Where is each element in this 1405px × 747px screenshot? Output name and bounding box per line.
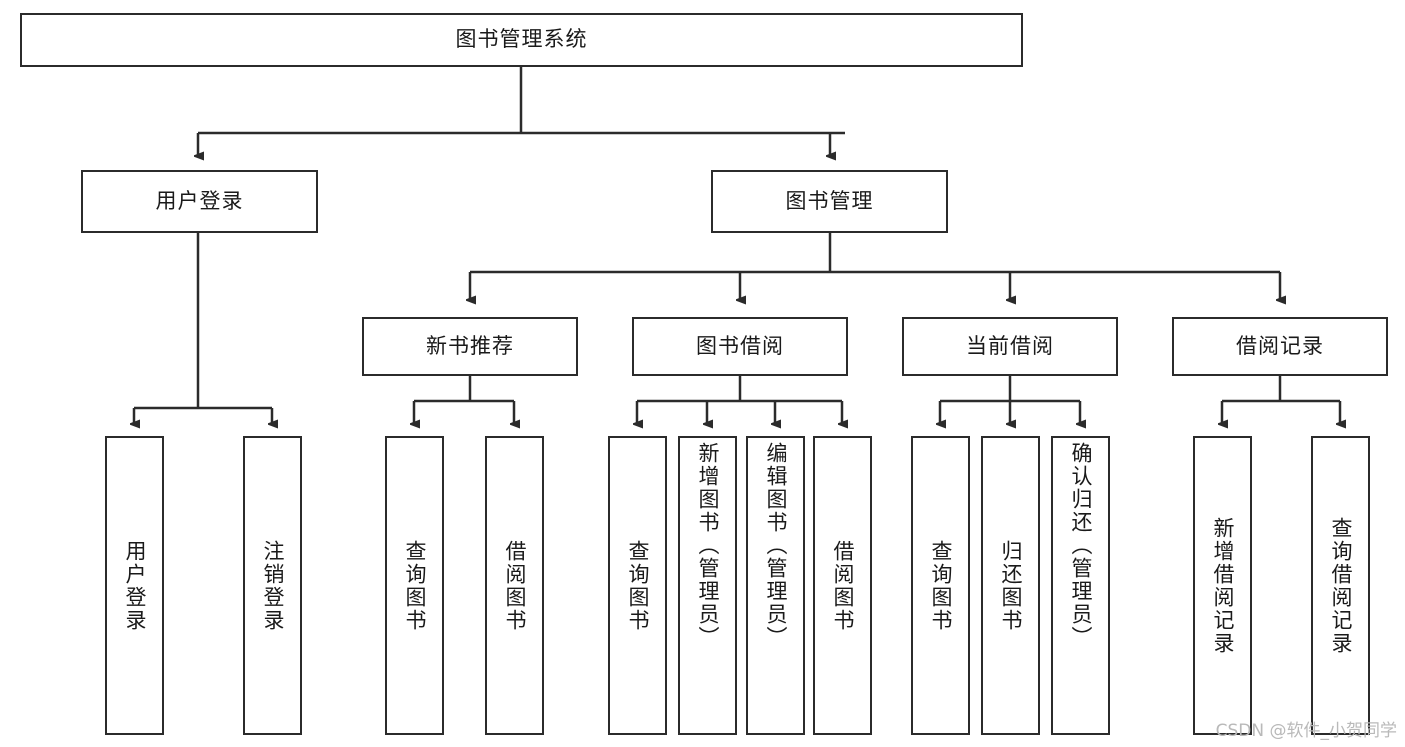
node-user-login[interactable]: 用户登录 bbox=[81, 170, 318, 233]
node-leaf-query-book-2-label: 查询图书 bbox=[625, 539, 650, 632]
node-leaf-borrow-book-2[interactable]: 借阅图书 bbox=[813, 436, 872, 735]
node-book-management-label: 图书管理 bbox=[785, 188, 874, 213]
node-leaf-query-book-2[interactable]: 查询图书 bbox=[608, 436, 667, 735]
node-book-borrow-label: 图书借阅 bbox=[696, 333, 784, 358]
node-leaf-edit-book[interactable]: 编辑图书（管理员） bbox=[746, 436, 805, 735]
node-new-book-recommend-label: 新书推荐 bbox=[426, 333, 514, 358]
node-leaf-logout[interactable]: 注销登录 bbox=[243, 436, 302, 735]
node-leaf-query-book-1-label: 查询图书 bbox=[402, 539, 427, 632]
node-leaf-logout-label: 注销登录 bbox=[260, 539, 285, 632]
node-leaf-add-record[interactable]: 新增借阅记录 bbox=[1193, 436, 1252, 735]
node-leaf-query-book-3-label: 查询图书 bbox=[928, 539, 953, 632]
node-leaf-return-book[interactable]: 归还图书 bbox=[981, 436, 1040, 735]
node-book-borrow[interactable]: 图书借阅 bbox=[632, 317, 848, 376]
node-leaf-user-login-label: 用户登录 bbox=[122, 539, 147, 632]
node-leaf-query-record[interactable]: 查询借阅记录 bbox=[1311, 436, 1370, 735]
watermark-text: CSDN @软件_小贺同学 bbox=[1215, 721, 1397, 741]
node-leaf-return-book-label: 归还图书 bbox=[998, 539, 1023, 632]
node-leaf-borrow-book-1-label: 借阅图书 bbox=[502, 539, 527, 632]
node-leaf-query-book-1[interactable]: 查询图书 bbox=[385, 436, 444, 735]
node-leaf-user-login[interactable]: 用户登录 bbox=[105, 436, 164, 735]
node-borrow-record[interactable]: 借阅记录 bbox=[1172, 317, 1388, 376]
node-leaf-query-book-3[interactable]: 查询图书 bbox=[911, 436, 970, 735]
node-new-book-recommend[interactable]: 新书推荐 bbox=[362, 317, 578, 376]
node-leaf-query-record-label: 查询借阅记录 bbox=[1328, 516, 1353, 655]
node-root-label: 图书管理系统 bbox=[455, 27, 588, 52]
node-leaf-add-book[interactable]: 新增图书（管理员） bbox=[678, 436, 737, 735]
node-user-login-label: 用户登录 bbox=[155, 188, 244, 213]
node-leaf-confirm-return[interactable]: 确认归还（管理员） bbox=[1051, 436, 1110, 735]
node-book-management[interactable]: 图书管理 bbox=[711, 170, 948, 233]
node-root[interactable]: 图书管理系统 bbox=[20, 13, 1023, 67]
node-leaf-borrow-book-1[interactable]: 借阅图书 bbox=[485, 436, 544, 735]
node-borrow-record-label: 借阅记录 bbox=[1236, 333, 1324, 358]
node-leaf-borrow-book-2-label: 借阅图书 bbox=[830, 539, 855, 632]
node-leaf-edit-book-label: 编辑图书（管理员） bbox=[763, 442, 788, 649]
node-current-borrow-label: 当前借阅 bbox=[966, 333, 1054, 358]
node-leaf-add-book-label: 新增图书（管理员） bbox=[695, 442, 720, 649]
node-leaf-confirm-return-label: 确认归还（管理员） bbox=[1068, 442, 1093, 649]
node-current-borrow[interactable]: 当前借阅 bbox=[902, 317, 1118, 376]
node-leaf-add-record-label: 新增借阅记录 bbox=[1210, 516, 1235, 655]
